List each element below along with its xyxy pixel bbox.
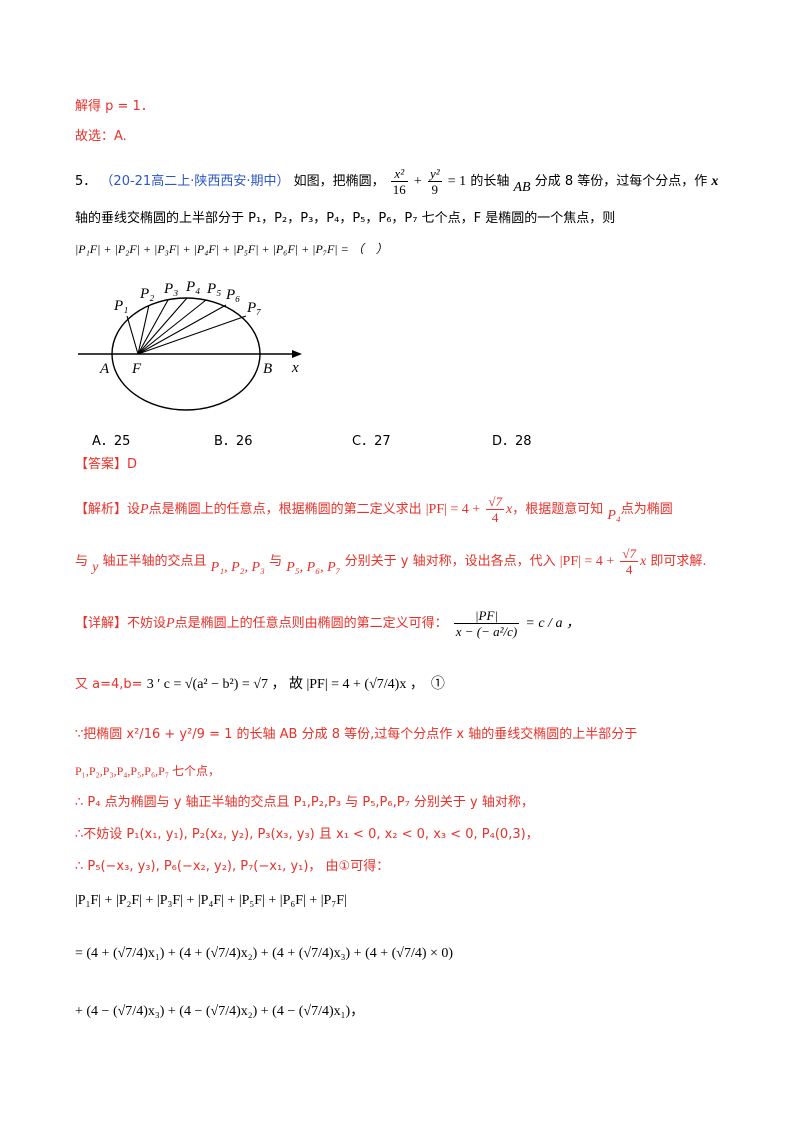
- detail-line-5: ∴ P₄ 点为椭圆与 y 轴正半轴的交点且 P₁,P₂,P₃ 与 P₅,P₆,P…: [75, 795, 534, 810]
- detail-line-3: ∵把椭圆 x²/16 + y²/9 = 1 的长轴 AB 分成 8 等份,过每个…: [75, 727, 638, 742]
- analysis-line-1: 【解析】设P点是椭圆上的任意点，根据椭圆的第二定义求出 |PF| = 4 + √…: [75, 494, 673, 525]
- label-p2: P₂: [139, 286, 154, 302]
- question-source: （20-21高二上·陕西西安·期中）: [100, 174, 290, 189]
- answer-choice-line: 故选：A.: [75, 129, 127, 144]
- label-f: F: [131, 361, 142, 377]
- detail-line-7: ∴ P₅(−x₃, y₃), P₆(−x₂, y₂), P₇(−x₁, y₁)，…: [75, 859, 390, 874]
- answer-line: 【答案】D: [75, 457, 138, 472]
- ellipse-diagram: P₁ P₂ P₃ P₄ P₅ P₆ P₇ A F B x: [78, 279, 302, 411]
- equation-rhs: = 1: [447, 174, 467, 189]
- label-p6: P₆: [225, 287, 240, 303]
- solve-result: 解得 p = 1．: [75, 99, 154, 114]
- fraction-pf-over-x: |PF|x − (− a²/c): [453, 608, 520, 639]
- option-b[interactable]: B．26: [214, 434, 253, 449]
- label-p1: P₁: [113, 298, 128, 314]
- detail-expansion-1: = (4 + (√7/4)x₁) + (4 + (√7/4)x₂) + (4 +…: [75, 946, 454, 961]
- x-var: x: [711, 174, 719, 189]
- question-text: 如图，把椭圆，: [293, 174, 385, 189]
- label-b: B: [263, 361, 272, 377]
- label-x: x: [291, 360, 299, 376]
- label-a: A: [99, 361, 110, 377]
- option-d[interactable]: D．28: [492, 434, 532, 449]
- label-p3: P₃: [163, 281, 178, 297]
- focal-lines: [126, 297, 247, 355]
- option-c[interactable]: C．27: [352, 434, 391, 449]
- question-line-2: 轴的垂线交椭圆的上半部分于 P₁，P₂，P₃，P₄，P₅，P₆，P₇ 七个点，F…: [75, 211, 616, 226]
- label-p4: P₄: [185, 279, 200, 295]
- analysis-line-2: 与 y 轴正半轴的交点且 P₁, P₂, P₃ 与 P₅, P₆, P₇ 分别关…: [75, 546, 707, 577]
- label-p5: P₅: [206, 281, 221, 297]
- detail-line-1: 【详解】不妨设P点是椭圆上的任意点则由椭圆的第二定义可得： |PF|x − (−…: [75, 608, 580, 639]
- detail-expansion-2: + (4 − (√7/4)x₃) + (4 − (√7/4)x₂) + (4 −…: [75, 1004, 365, 1019]
- segment-ab: AB: [513, 180, 531, 195]
- question-text-3: 分成 8 等份，过每个分点，作: [534, 174, 708, 189]
- detail-line-6: ∴不妨设 P₁(x₁, y₁), P₂(x₂, y₂), P₃(x₃, y₃) …: [75, 827, 539, 842]
- detail-line-4: P₁,P₂,P₃,P₄,P₅,P₆,P₇ 七个点，: [75, 764, 221, 778]
- label-p7: P₇: [246, 300, 261, 316]
- detail-sum-line: |P₁F| + |P₂F| + |P₃F| + |P₄F| + |P₅F| + …: [75, 893, 347, 908]
- option-a[interactable]: A．25: [92, 434, 131, 449]
- question-line-3: |P₁F| + |P₂F| + |P₃F| + |P₄F| + |P₅F| + …: [75, 242, 388, 256]
- ellipse-curve: [111, 297, 261, 411]
- detail-line-2: 又 a=4,b= 3 ′ c = √(a² − b²) = √7 ， 故 |PF…: [75, 677, 445, 692]
- question-number: 5．: [75, 174, 97, 189]
- question-text-2: 的长轴: [470, 174, 510, 189]
- x-axis-arrow: [292, 350, 302, 358]
